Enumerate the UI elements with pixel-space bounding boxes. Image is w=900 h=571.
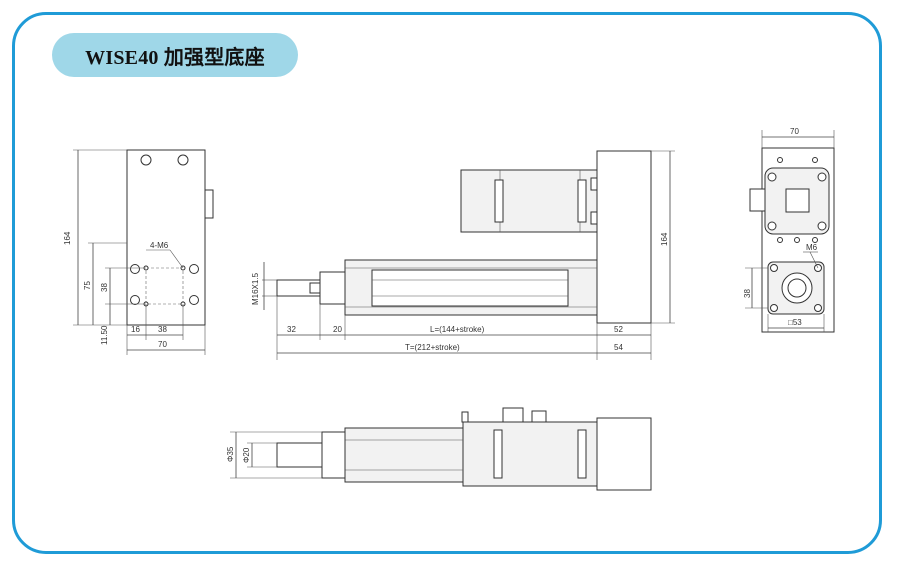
label-m6: M6 (806, 243, 818, 252)
diagram-frame (12, 12, 882, 554)
dim-38-vertical: 38 (100, 283, 109, 292)
flange-bolt (817, 221, 827, 231)
flange-bolt (767, 172, 777, 182)
mount-hole (177, 154, 189, 166)
mount-hole (140, 154, 152, 166)
dim-11-50: 11.50 (100, 325, 109, 345)
front-flange (319, 271, 346, 305)
flange-bolt (817, 172, 827, 182)
dim-20: 20 (333, 325, 342, 334)
dim-38-horizontal: 38 (158, 325, 167, 334)
dim-54: 54 (614, 343, 623, 352)
motor (460, 169, 598, 233)
dim-32: 32 (287, 325, 296, 334)
flange-top (321, 431, 346, 479)
label-4-m6: 4-M6 (150, 241, 169, 250)
dim-stroke-length: L=(144+stroke) (430, 325, 485, 334)
dim-end-70: 70 (790, 127, 799, 136)
dim-dia-35: Φ35 (226, 446, 235, 462)
end-view: M6 70 38 □53 (743, 127, 835, 333)
side-view: M16X1.5 32 20 L=(144+stroke) 52 T=(212+s… (251, 150, 675, 360)
top-view: Φ35 Φ20 (226, 407, 652, 491)
hole-pattern (145, 267, 184, 305)
mount-hole (130, 264, 140, 274)
rail-profile (371, 269, 569, 307)
motor-top (462, 421, 598, 487)
dim-dia-20: Φ20 (242, 447, 251, 463)
mount-hole (189, 264, 199, 274)
mount-hole (130, 295, 140, 305)
flange-bolt (767, 221, 777, 231)
dim-52: 52 (614, 325, 623, 334)
dim-motor-164: 164 (660, 232, 669, 246)
title-pill: WISE40 加强型底座 (52, 33, 298, 77)
dim-70: 70 (158, 340, 167, 349)
rod-top (276, 442, 323, 468)
dim-height-164: 164 (63, 231, 72, 245)
left-view: 4-M6 164 75 38 11.50 16 38 70 (63, 149, 214, 355)
dim-16: 16 (131, 325, 140, 334)
dim-end-38: 38 (743, 289, 752, 298)
side-connector (204, 189, 214, 219)
dim-total-length: T=(212+stroke) (405, 343, 460, 352)
body-top (344, 427, 464, 483)
dim-75: 75 (83, 281, 92, 290)
motor-shaft-square (785, 188, 810, 213)
diagram-title: WISE40 加强型底座 (85, 46, 265, 69)
dim-thread-m16: M16X1.5 (251, 272, 260, 305)
motor-housing (596, 150, 652, 324)
motor-housing-top (596, 417, 652, 491)
mount-hole (189, 295, 199, 305)
end-connector (749, 188, 766, 212)
rod-circle (787, 278, 807, 298)
dim-square-53: □53 (788, 318, 802, 327)
top-connector (502, 407, 524, 423)
